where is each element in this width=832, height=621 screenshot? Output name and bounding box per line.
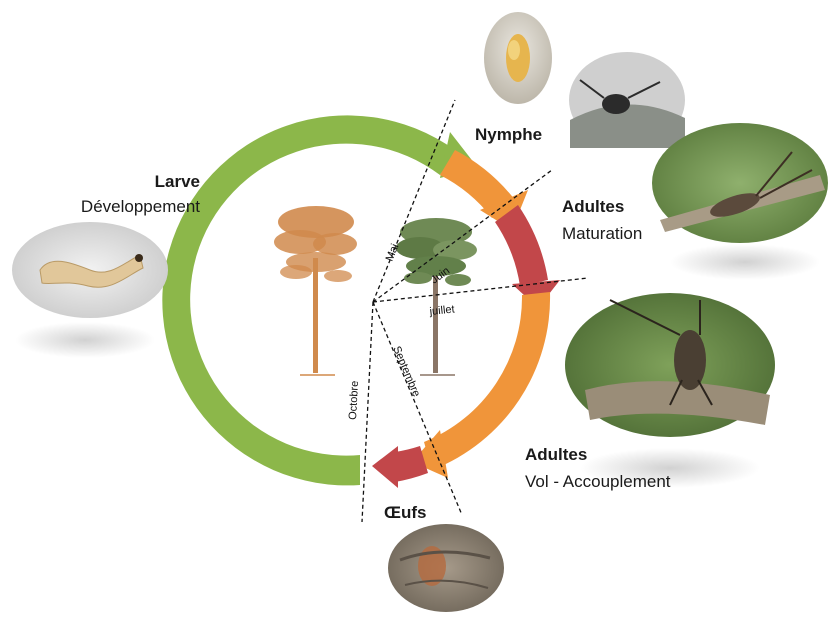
adult-maturation-photo — [652, 123, 828, 243]
pupa-photo — [484, 12, 552, 104]
maturation-subtitle: Maturation — [562, 224, 642, 243]
live-pine-tree — [396, 218, 477, 375]
dead-pine-tree — [274, 206, 357, 375]
photo-shadow — [670, 244, 820, 280]
oeufs-title: Œufs — [384, 503, 427, 522]
larve-title: Larve — [155, 172, 200, 191]
larva-photo — [12, 222, 168, 318]
adult-flight-photo — [565, 293, 775, 437]
month-octobre: Octobre — [347, 380, 361, 420]
vol-title: Adultes — [525, 445, 587, 464]
month-septembre: Septembre — [390, 344, 422, 398]
nymphe-title: Nymphe — [475, 125, 542, 144]
line-septembre — [373, 302, 462, 515]
adult-emerging-photo — [569, 52, 685, 148]
cycle-ring — [162, 115, 560, 488]
photo-shadow — [15, 322, 155, 358]
arc-vol — [424, 292, 550, 470]
arc-maturation — [495, 205, 548, 286]
eggs-photo — [388, 524, 504, 612]
larve-subtitle: Développement — [81, 197, 200, 216]
arc-larve — [162, 115, 455, 485]
vol-subtitle: Vol - Accouplement — [525, 472, 671, 491]
line-octobre — [362, 302, 373, 522]
month-juillet: juillet — [428, 303, 455, 318]
maturation-title: Adultes — [562, 197, 624, 216]
line-juillet — [373, 278, 588, 302]
arrow-head-oeufs — [372, 446, 398, 488]
